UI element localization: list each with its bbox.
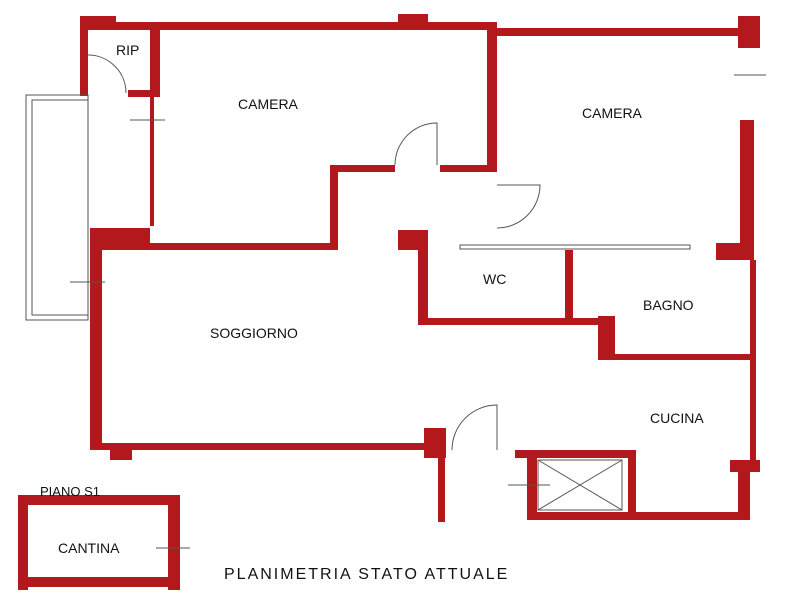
plan-title: PLANIMETRIA STATO ATTUALE [224,566,510,583]
room-label-cantina: CANTINA [58,540,120,556]
thin-lines [25,54,766,549]
room-label-bagno: BAGNO [643,297,694,313]
walls [18,14,760,590]
room-label-camera-1: CAMERA [238,96,298,112]
room-label-soggiorno: SOGGIORNO [210,325,298,341]
room-label-wc: WC [483,271,507,287]
room-label-camera-2: CAMERA [582,105,642,121]
room-label-cucina: CUCINA [650,410,704,426]
floor-label: PIANO S1 [40,484,100,499]
room-label-rip: RIP [116,42,140,58]
